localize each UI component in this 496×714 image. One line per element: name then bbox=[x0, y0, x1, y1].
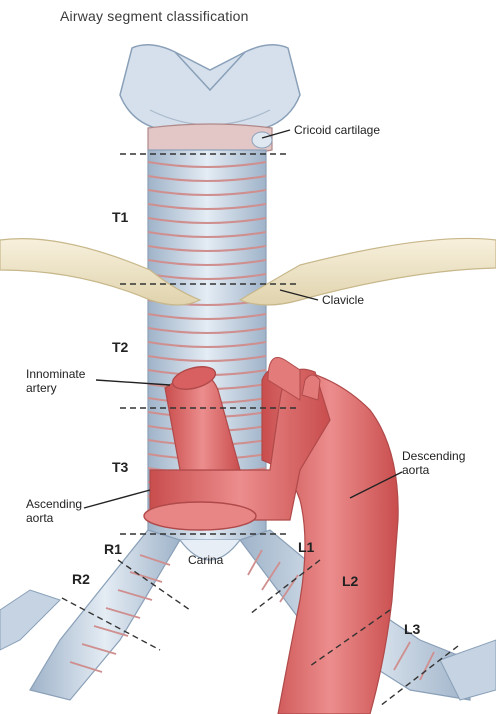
label-descending-line2: aorta bbox=[402, 463, 430, 477]
segment-label-l3: L3 bbox=[404, 621, 421, 637]
label-descending-line1: Descending bbox=[402, 449, 465, 463]
larynx bbox=[120, 45, 300, 128]
segment-label-l2: L2 bbox=[342, 573, 359, 589]
label-cricoid-cartilage: Cricoid cartilage bbox=[294, 123, 380, 137]
segment-label-r1: R1 bbox=[104, 541, 122, 557]
segment-label-t1: T1 bbox=[112, 209, 129, 225]
label-innominate-line1: Innominate bbox=[26, 367, 86, 381]
label-carina: Carina bbox=[188, 553, 224, 567]
label-innominate-line2: artery bbox=[26, 381, 57, 395]
label-ascending-line2: aorta bbox=[26, 511, 54, 525]
segment-label-t2: T2 bbox=[112, 339, 129, 355]
segment-label-l1: L1 bbox=[298, 539, 315, 555]
segment-label-r2: R2 bbox=[72, 571, 90, 587]
label-clavicle: Clavicle bbox=[322, 293, 364, 307]
right-bronchus bbox=[0, 530, 180, 700]
label-ascending-line1: Ascending bbox=[26, 497, 82, 511]
segment-label-t3: T3 bbox=[112, 459, 129, 475]
